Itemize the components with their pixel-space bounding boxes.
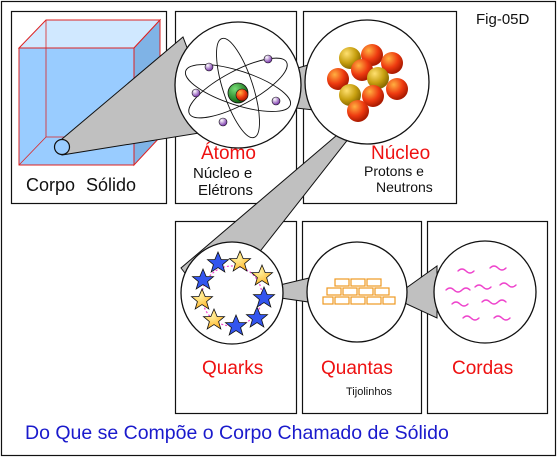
nucleus-drawing [304,19,430,145]
figure-caption: Do Que se Compõe o Corpo Chamado de Sóli… [25,422,449,444]
label-quanta: Quantas [321,358,393,379]
strings-drawing [433,240,537,344]
sublabel-nucleus-2: Neutrons [376,179,433,195]
label-nucleus: Núcleo [371,143,431,164]
label-atom: Átomo [201,143,256,164]
sublabel-nucleus-1: Protons e [364,163,424,179]
label-strings: Cordas [452,358,514,379]
label-quarks: Quarks [202,358,264,379]
sublabel-atom-2: Elétrons [198,182,254,199]
label-solid-body: Corpo Sólido [26,175,137,195]
sublabel-atom-1: Núcleo e [193,165,253,182]
figure-id: Fig-05D [476,11,530,28]
sublabel-quanta: Tijolinhos [346,386,393,398]
atom-drawing [174,21,302,149]
cube-magnifier [53,138,71,156]
quanta-drawing [306,241,408,343]
quarks-drawing [180,241,284,345]
